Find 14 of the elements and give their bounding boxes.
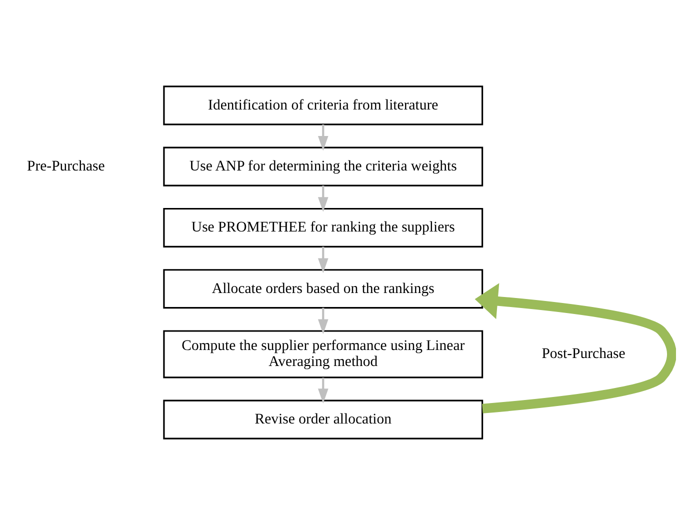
arrow	[317, 246, 328, 273]
node-box: Use PROMETHEE for ranking the suppliers	[162, 207, 483, 247]
arrow	[317, 377, 328, 403]
arrow	[317, 307, 328, 334]
node-box: Compute the supplier performance using Linear Averaging method	[162, 330, 483, 378]
node-box: Revise order allocation	[162, 399, 483, 439]
node-box: Allocate orders based on the rankings	[162, 268, 483, 308]
arrow	[317, 124, 328, 150]
node-box: Identification of criteria from literature	[162, 85, 483, 125]
node-box: Use ANP for determining the criteria weights	[162, 146, 483, 186]
label: Pre-Purchase	[26, 158, 104, 174]
arrow	[317, 185, 328, 212]
label: Post-Purchase	[541, 346, 625, 362]
arrow	[474, 282, 676, 413]
